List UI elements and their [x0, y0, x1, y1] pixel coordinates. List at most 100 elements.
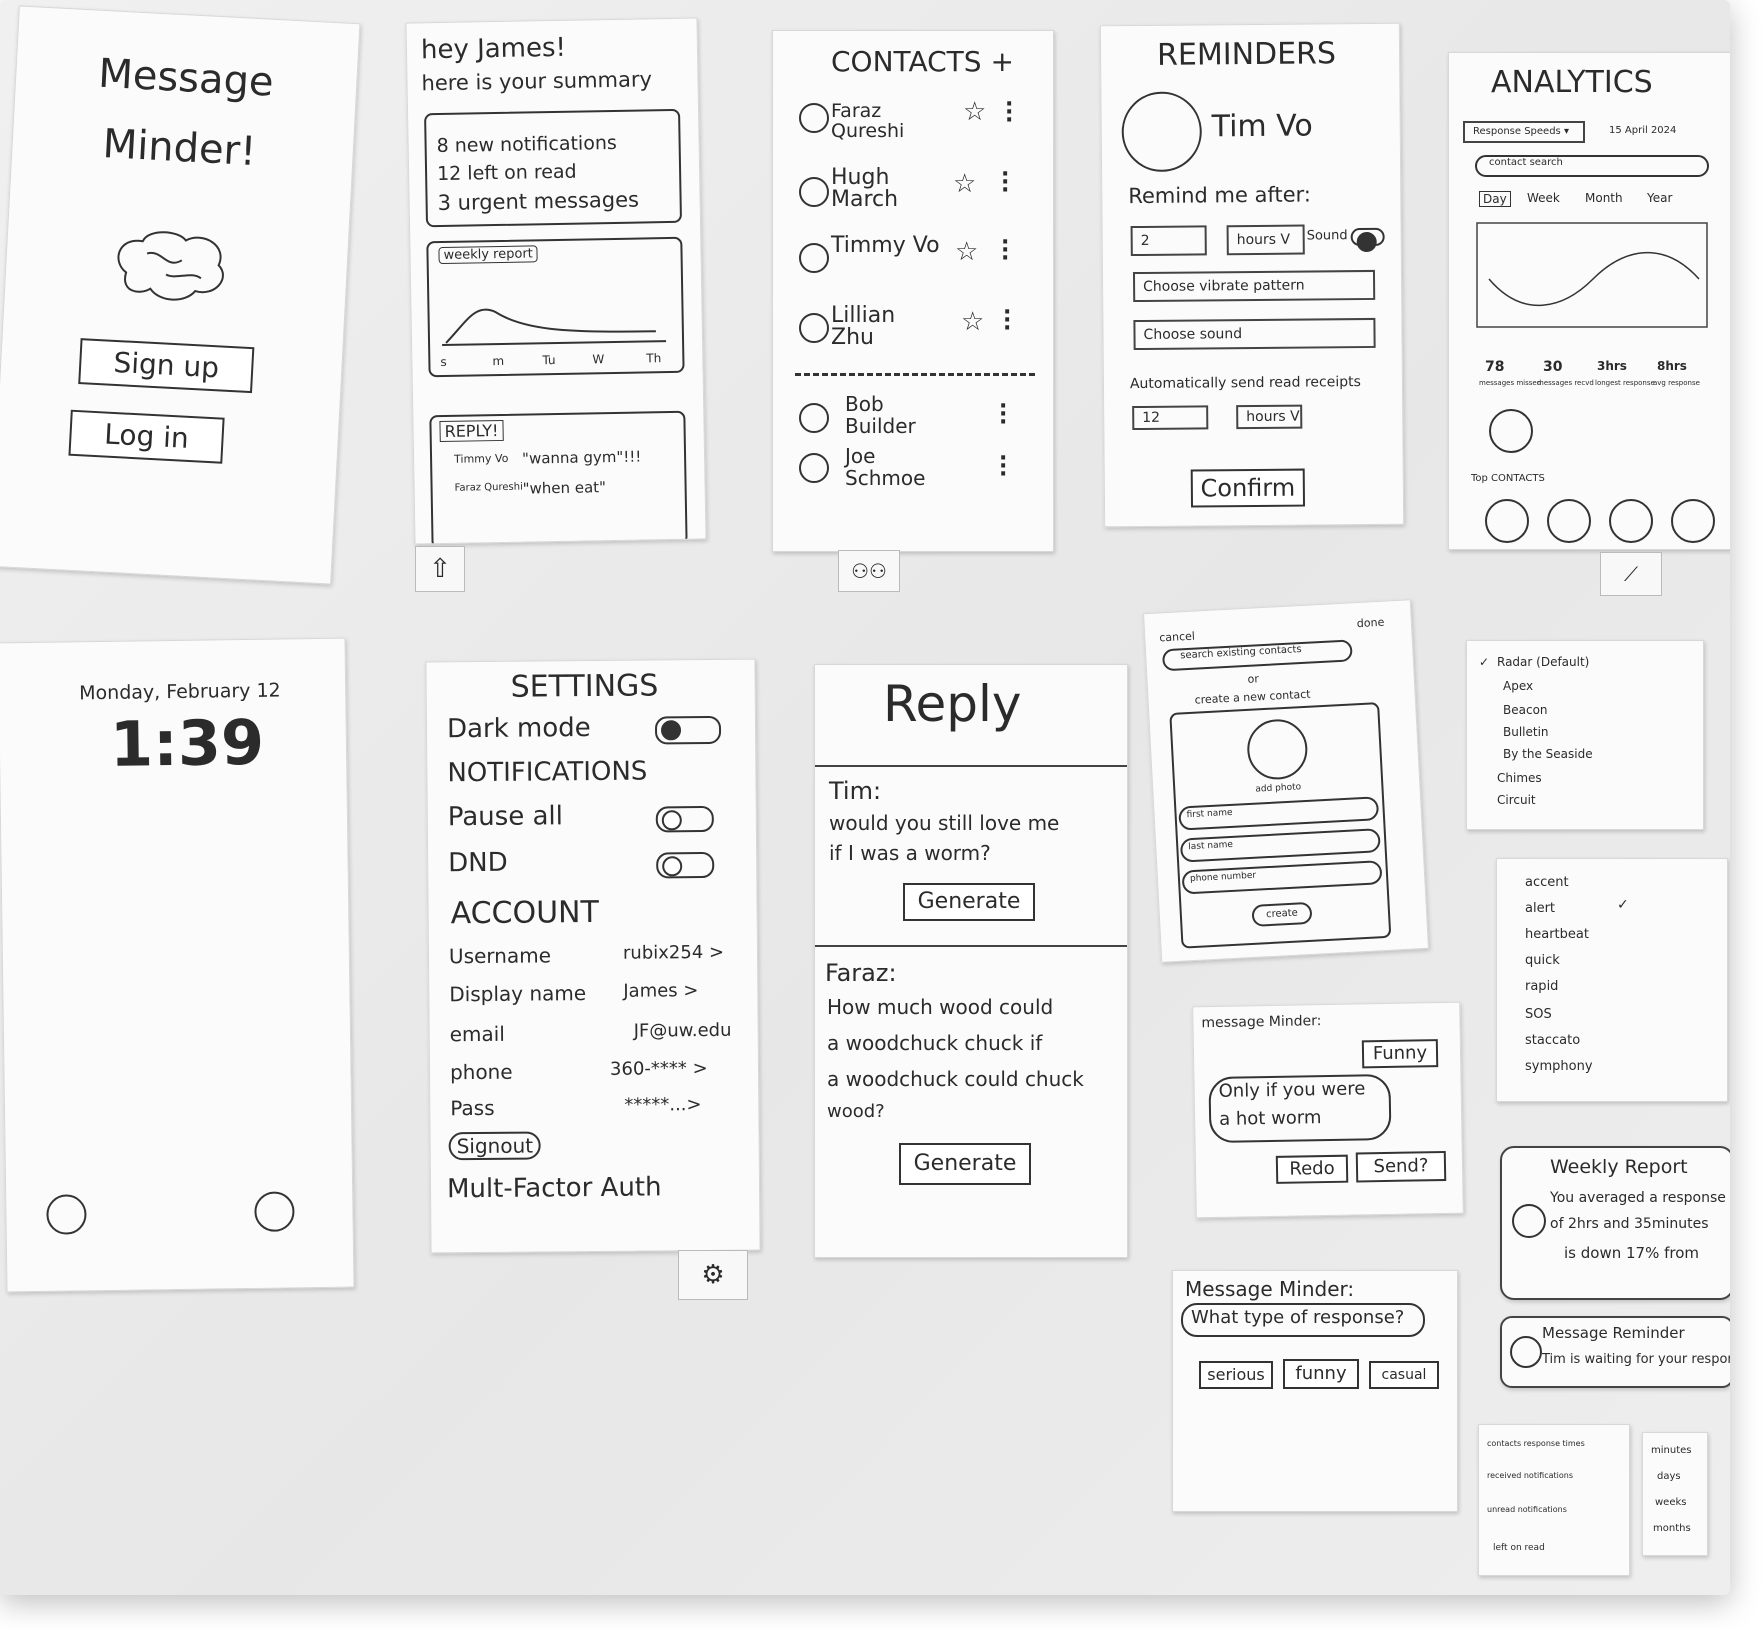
sounds-list: ✓ Radar (Default) Apex Beacon Bulletin B… [1466, 640, 1704, 830]
remind-unit-select[interactable]: hours V [1226, 224, 1305, 256]
star-icon[interactable]: ☆ [961, 307, 985, 337]
create-button[interactable]: create [1251, 901, 1313, 927]
range-tab[interactable]: Week [1527, 191, 1560, 205]
range-tab[interactable]: Month [1585, 191, 1623, 205]
vibrate-option[interactable]: SOS [1525, 1007, 1552, 1022]
star-icon[interactable]: ☆ [963, 97, 987, 127]
top-contact-avatar[interactable] [1671, 499, 1715, 543]
sound-option[interactable]: Radar (Default) [1497, 655, 1590, 669]
star-icon[interactable]: ☆ [955, 237, 979, 267]
message-text: a woodchuck could chuck [827, 1067, 1084, 1091]
more-options-icon[interactable]: ··· [999, 394, 1008, 435]
vibrate-option[interactable]: heartbeat [1525, 927, 1589, 942]
vibrate-option[interactable]: symphony [1525, 1059, 1593, 1074]
response-option-button[interactable]: serious [1199, 1361, 1273, 1389]
contacts-tab-icon[interactable]: ⚇⚇ [838, 550, 900, 592]
vibrate-pattern-select[interactable]: Choose vibrate pattern [1132, 269, 1376, 303]
done-button[interactable]: done [1356, 615, 1385, 631]
contact-name[interactable]: Joe Schmoe [845, 444, 926, 490]
top-contact-avatar[interactable] [1485, 499, 1529, 543]
sound-option[interactable]: Chimes [1497, 771, 1542, 785]
contact-name[interactable]: Faraz Qureshi [831, 100, 905, 142]
sign-up-button[interactable]: Sign up [78, 338, 255, 394]
contact-name[interactable]: Timmy Vo [831, 233, 940, 258]
period-option[interactable]: days [1657, 1471, 1681, 1482]
setting-row-value[interactable]: JF@uw.edu [633, 1019, 732, 1042]
sound-option[interactable]: By the Seaside [1503, 747, 1593, 761]
contact-name[interactable]: Hugh March [831, 165, 899, 212]
date-label[interactable]: 15 April 2024 [1609, 125, 1677, 136]
response-option-button[interactable]: funny [1283, 1359, 1359, 1389]
vibrate-option[interactable]: alert [1525, 901, 1556, 916]
metric-option[interactable]: unread notifications [1487, 1505, 1567, 1514]
vibrate-option[interactable]: staccato [1525, 1033, 1581, 1048]
reply-title: Reply [883, 675, 1022, 733]
sound-option[interactable]: Bulletin [1503, 725, 1549, 739]
setting-row-value[interactable]: rubix254 > [622, 941, 725, 964]
log-in-button[interactable]: Log in [68, 409, 225, 464]
analytics-tab-icon[interactable]: ⟋ [1600, 552, 1662, 596]
period-option[interactable]: minutes [1651, 1445, 1692, 1456]
top-contact-avatar[interactable] [1547, 499, 1591, 543]
redo-button[interactable]: Redo [1275, 1154, 1349, 1184]
dark-mode-toggle[interactable] [654, 715, 722, 745]
contact-name[interactable]: Bob Builder [845, 392, 916, 438]
vibrate-option[interactable]: accent [1525, 875, 1569, 890]
period-option[interactable]: months [1653, 1523, 1691, 1534]
weekly-report-notification[interactable]: Weekly Report You averaged a response of… [1500, 1146, 1730, 1300]
vibrate-option[interactable]: quick [1525, 953, 1560, 968]
settings-tab-icon[interactable]: ⚙ [678, 1250, 748, 1300]
more-options-icon[interactable]: ··· [999, 446, 1008, 487]
flashlight-icon[interactable] [46, 1194, 87, 1235]
summary-item: 12 left on read [436, 160, 577, 186]
metric-dropdown[interactable]: Response Speeds ▾ [1463, 121, 1585, 143]
more-options-icon[interactable]: ··· [1001, 162, 1010, 203]
reply-screen: Reply Tim: would you still love me if I … [814, 664, 1128, 1258]
pause-all-toggle[interactable] [655, 805, 714, 833]
home-tab-icon[interactable]: ⇧ [415, 546, 465, 592]
cancel-button[interactable]: cancel [1158, 629, 1196, 645]
metric-option[interactable]: contacts response times [1487, 1439, 1585, 1448]
dnd-label: DND [448, 847, 508, 879]
setting-row-label: Pass [450, 1095, 495, 1121]
setting-row-value[interactable]: *****...> [624, 1094, 702, 1116]
auto-value-input[interactable]: 12 [1132, 405, 1209, 431]
setting-row-value[interactable]: James > [623, 980, 699, 1002]
mfa-label[interactable]: Mult-Factor Auth [446, 1172, 662, 1205]
analytics-title: ANALYTICS [1491, 65, 1653, 100]
remind-value-input[interactable]: 2 [1130, 225, 1207, 257]
sound-option[interactable]: Apex [1503, 679, 1534, 693]
sound-option[interactable]: Circuit [1497, 793, 1536, 807]
period-option[interactable]: weeks [1655, 1497, 1687, 1508]
response-option-button[interactable]: casual [1369, 1361, 1439, 1389]
send-button[interactable]: Send? [1355, 1150, 1447, 1183]
star-icon[interactable]: ☆ [953, 169, 977, 199]
confirm-button[interactable]: Confirm [1190, 468, 1306, 508]
auto-unit-select[interactable]: hours V [1236, 404, 1303, 430]
vibrate-option[interactable]: rapid [1525, 979, 1559, 994]
tone-badge[interactable]: Funny [1361, 1039, 1439, 1069]
camera-icon[interactable] [254, 1191, 295, 1232]
metric-option[interactable]: received notifications [1487, 1471, 1574, 1480]
contact-name[interactable]: Lillian Zhu [831, 303, 896, 350]
sound-option[interactable]: Beacon [1503, 703, 1548, 717]
range-tab[interactable]: Year [1647, 191, 1673, 205]
more-options-icon[interactable]: ··· [1003, 300, 1012, 341]
generate-button[interactable]: Generate [903, 883, 1035, 921]
dnd-toggle[interactable] [656, 851, 715, 879]
message-reminder-notification[interactable]: Message Reminder Tim is waiting for your… [1500, 1316, 1730, 1388]
contact-search-input[interactable] [1475, 155, 1709, 177]
generate-button[interactable]: Generate [899, 1143, 1031, 1185]
more-options-icon[interactable]: ··· [1005, 92, 1014, 133]
range-tab[interactable]: Day [1479, 191, 1511, 207]
setting-row-value[interactable]: 360-**** > [609, 1058, 708, 1080]
dark-mode-label: Dark mode [446, 713, 591, 745]
signout-button[interactable]: Signout [448, 1131, 542, 1161]
top-contact-avatar[interactable] [1609, 499, 1653, 543]
settings-title: SETTINGS [510, 668, 659, 705]
metric-option[interactable]: left on read [1493, 1543, 1545, 1553]
create-contact-label: create a new contact [1194, 687, 1311, 707]
more-options-icon[interactable]: ··· [1001, 230, 1010, 271]
sound-select[interactable]: Choose sound [1133, 317, 1376, 351]
sound-toggle[interactable] [1350, 227, 1385, 247]
